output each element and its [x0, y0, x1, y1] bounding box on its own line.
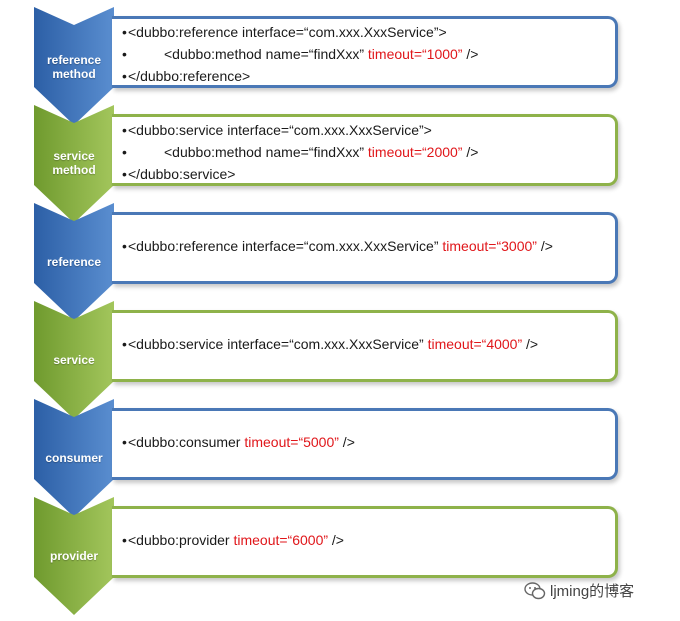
- timeout-value: timeout=“1000”: [367, 46, 463, 62]
- config-box: •<dubbo:reference interface=“com.xxx.Xxx…: [112, 212, 618, 284]
- timeout-value: timeout=“3000”: [442, 238, 537, 254]
- chevron-reference: [34, 203, 114, 321]
- chevron-service-method: [34, 105, 114, 223]
- code-line: •<dubbo:provider timeout=“6000” />: [122, 532, 344, 548]
- row-provider: provider •<dubbo:provider timeout=“6000”…: [0, 497, 680, 615]
- config-box: •<dubbo:provider timeout=“6000” />: [112, 506, 618, 578]
- code-line: •<dubbo:consumer timeout=“5000” />: [122, 434, 355, 450]
- row-reference: reference •<dubbo:reference interface=“c…: [0, 203, 680, 321]
- code-line: •<dubbo:method name=“findXxx” timeout=“2…: [122, 144, 479, 160]
- config-box: •<dubbo:reference interface=“com.xxx.Xxx…: [112, 16, 618, 88]
- code-line: •<dubbo:service interface=“com.xxx.XxxSe…: [122, 336, 539, 352]
- chevron-service: [34, 301, 114, 419]
- timeout-value: timeout=“6000”: [233, 532, 329, 548]
- wechat-icon: [524, 581, 546, 599]
- level-label: reference: [46, 255, 102, 269]
- timeout-value: timeout=“4000”: [427, 336, 523, 352]
- code-line: •</dubbo:service>: [122, 166, 236, 182]
- chevron-consumer: [34, 399, 114, 517]
- config-box: •<dubbo:consumer timeout=“5000” />: [112, 408, 618, 480]
- timeout-value: timeout=“5000”: [244, 434, 339, 450]
- chevron-provider: [34, 497, 114, 615]
- config-box: •<dubbo:service interface=“com.xxx.XxxSe…: [112, 114, 618, 186]
- config-box: •<dubbo:service interface=“com.xxx.XxxSe…: [112, 310, 618, 382]
- timeout-value: timeout=“2000”: [367, 144, 463, 160]
- row-consumer: consumer •<dubbo:consumer timeout=“5000”…: [0, 399, 680, 517]
- code-line: •<dubbo:reference interface=“com.xxx.Xxx…: [122, 24, 447, 40]
- code-line: •</dubbo:reference>: [122, 68, 251, 84]
- code-line: •<dubbo:service interface=“com.xxx.XxxSe…: [122, 122, 432, 138]
- code-line: •<dubbo:reference interface=“com.xxx.Xxx…: [122, 238, 553, 254]
- row-service: service •<dubbo:service interface=“com.x…: [0, 301, 680, 419]
- chevron-reference-method: [34, 7, 114, 125]
- level-label: service: [53, 353, 95, 367]
- watermark: ljming的博客: [524, 580, 634, 601]
- level-label: consumer: [45, 451, 103, 465]
- code-line: •<dubbo:method name=“findXxx” timeout=“1…: [122, 46, 479, 62]
- watermark-text: ljming的博客: [550, 583, 635, 600]
- level-label: provider: [49, 549, 98, 563]
